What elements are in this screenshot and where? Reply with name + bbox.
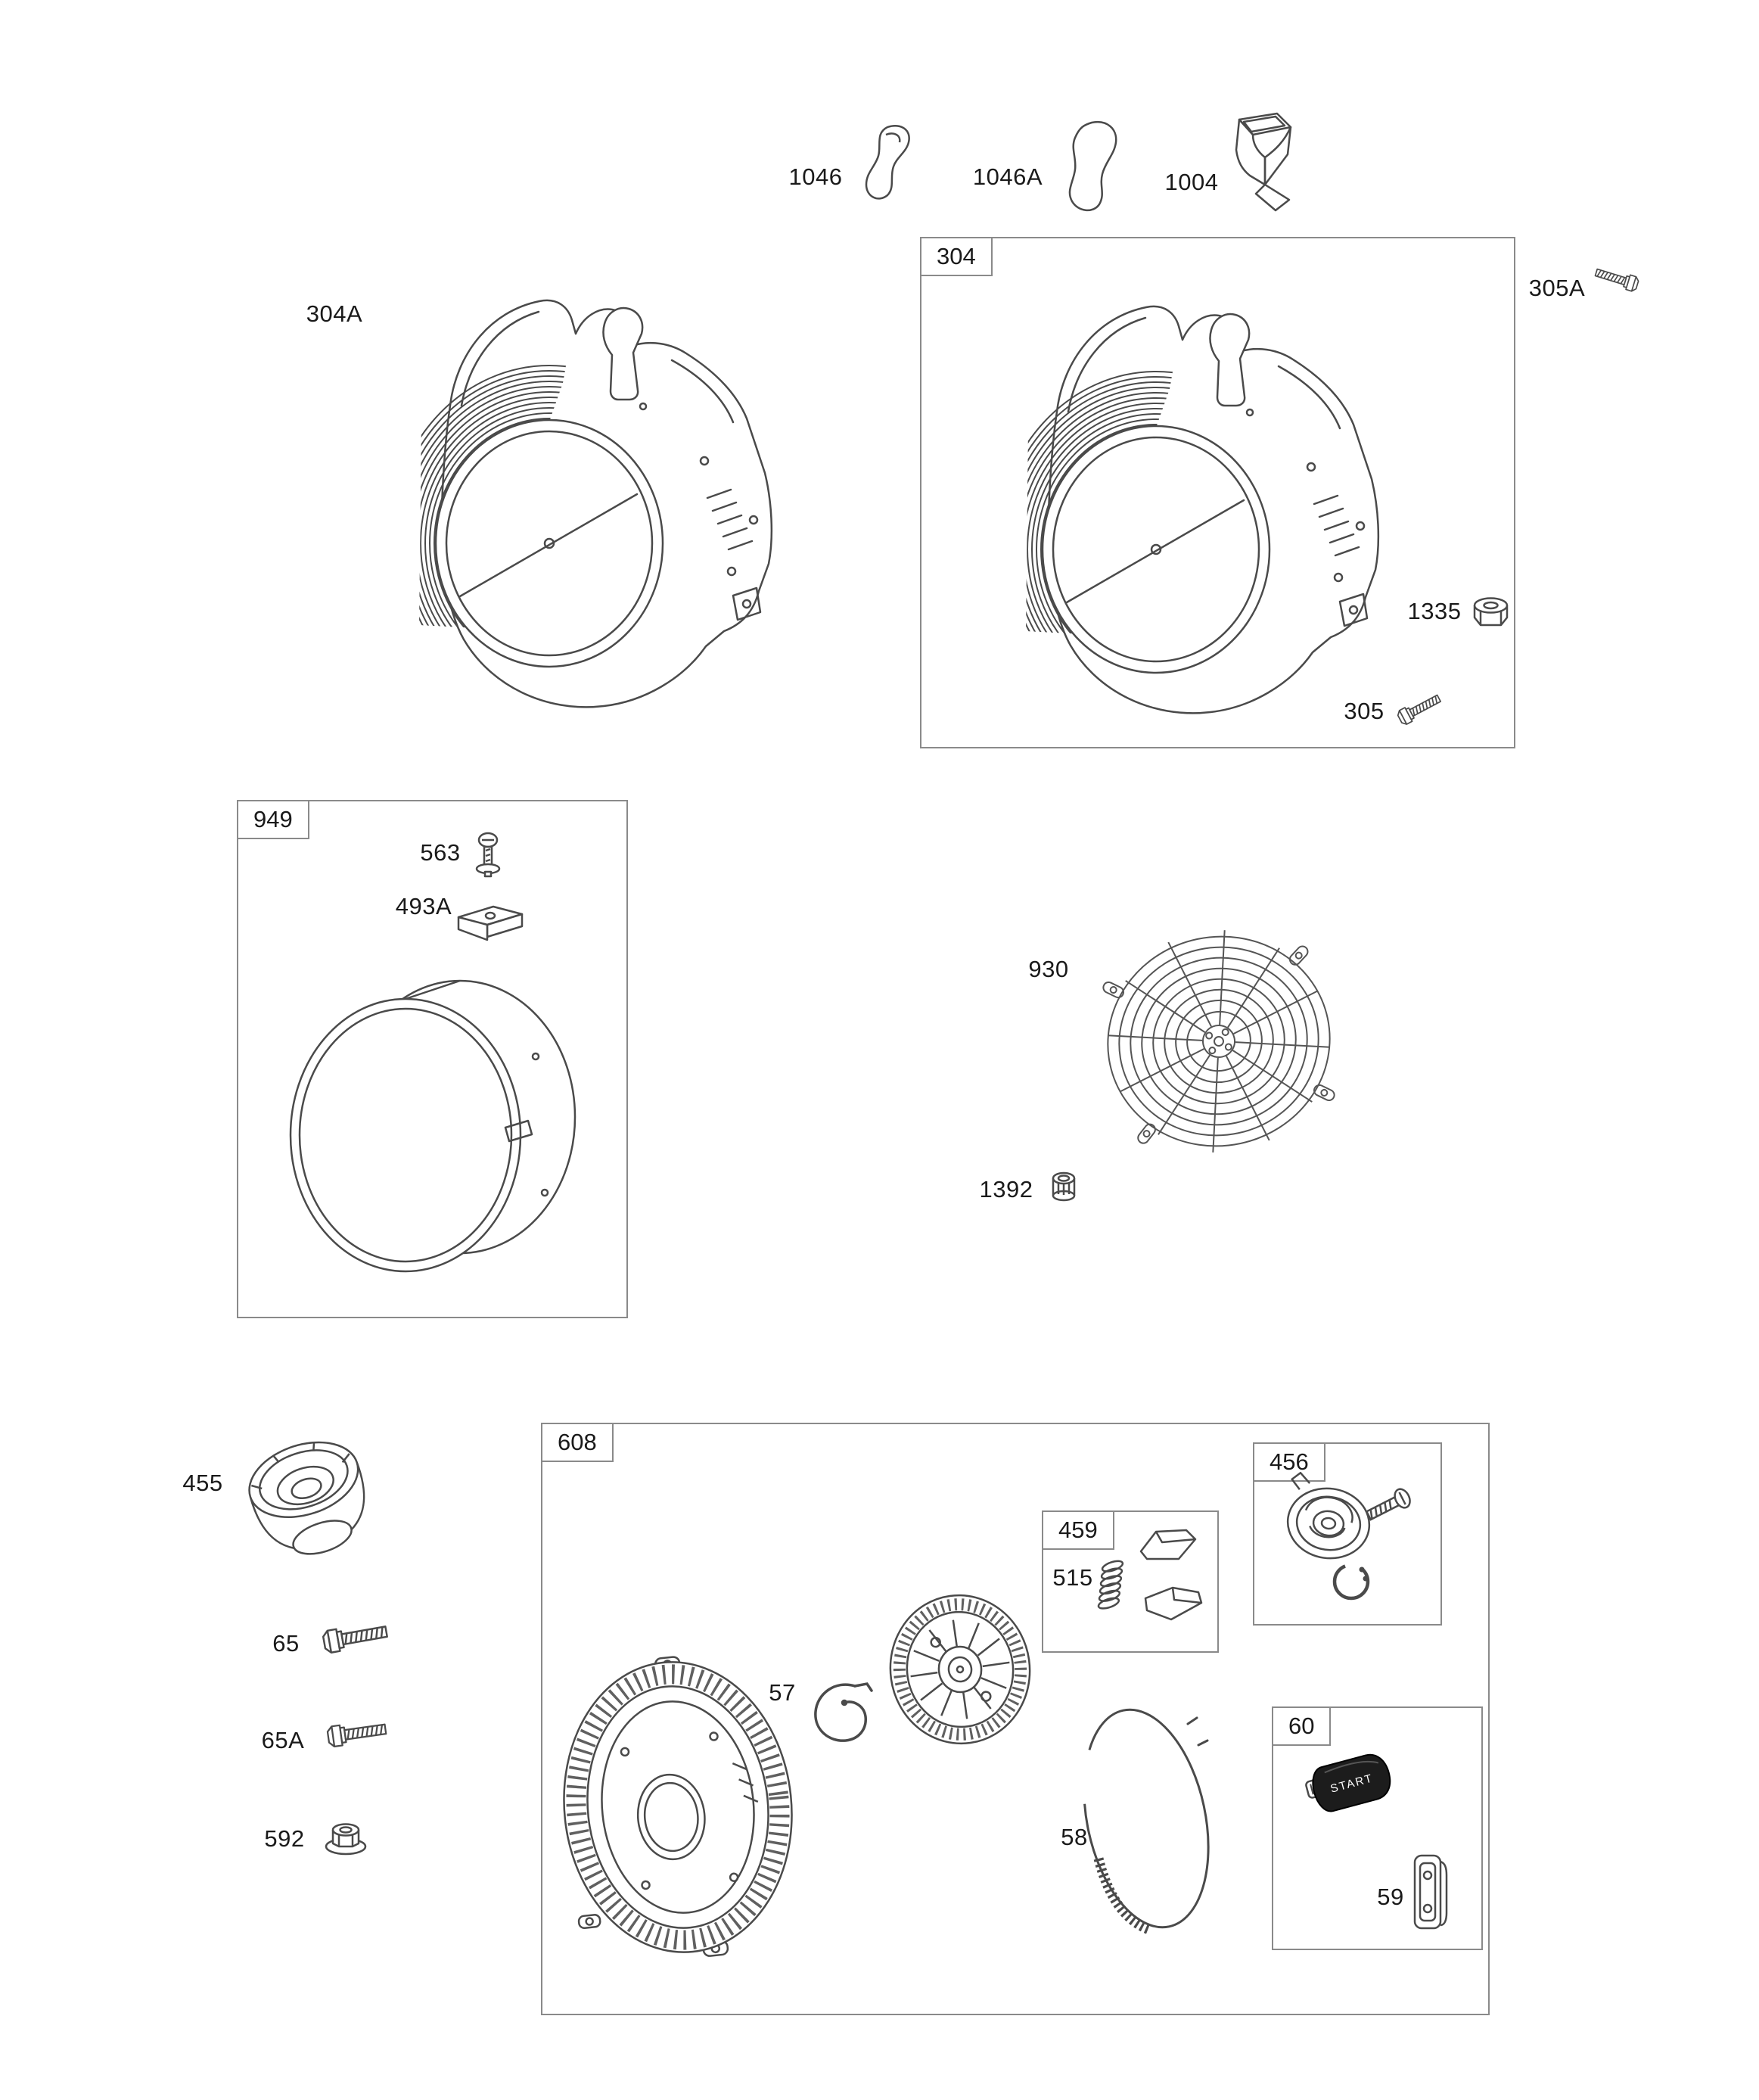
callout-59: 59 (1377, 1884, 1404, 1910)
callout-1046: 1046 (788, 163, 843, 190)
callout-58: 58 (1061, 1824, 1088, 1850)
starter-cup-455-drawing (244, 1432, 377, 1570)
rewind-starter-housing-drawing (558, 1656, 802, 1960)
callout-455: 455 (182, 1470, 223, 1496)
callout-1004: 1004 (1164, 169, 1219, 195)
callout-57: 57 (769, 1679, 796, 1706)
blower-housing-304a-drawing (377, 269, 794, 725)
callout-930: 930 (1028, 956, 1069, 982)
group-label-608: 608 (541, 1423, 614, 1463)
fan-guard-930-drawing (1094, 898, 1348, 1188)
group-label-60: 60 (1272, 1706, 1332, 1747)
bracket-493a-drawing (454, 901, 527, 946)
starter-spring-57-drawing (806, 1677, 884, 1750)
callout-515: 515 (1052, 1564, 1093, 1591)
callout-563: 563 (420, 839, 461, 866)
screw-563-drawing (472, 831, 504, 879)
starter-pawl-a-drawing (1136, 1527, 1200, 1562)
starter-rope-spring-58-drawing (1077, 1698, 1217, 1940)
group-box-608: 608 (541, 1423, 1490, 2015)
flange-nut-592-drawing (324, 1819, 368, 1860)
nut-1335-drawing (1471, 593, 1512, 633)
starter-pulley-drawing (887, 1592, 1035, 1748)
screw-305a-drawing (1588, 256, 1644, 302)
callout-1392: 1392 (979, 1176, 1033, 1202)
callout-65: 65 (272, 1630, 300, 1657)
group-label-949: 949 (237, 800, 309, 840)
starter-clutch-456-drawing (1282, 1467, 1436, 1610)
part-1046A-drawing (1061, 118, 1127, 216)
handle-insert-59-drawing (1412, 1853, 1448, 1933)
group-label-304: 304 (920, 237, 993, 277)
part-1004-drawing (1217, 110, 1301, 218)
group-box-304: 304 (920, 237, 1515, 748)
group-label-459: 459 (1042, 1510, 1114, 1551)
callout-305A: 305A (1528, 275, 1586, 301)
callout-304A: 304A (306, 300, 363, 327)
group-label-456: 456 (1253, 1442, 1325, 1482)
group-box-60: 60 (1272, 1706, 1483, 1950)
group-box-459: 459 (1042, 1510, 1219, 1653)
callout-65A: 65A (261, 1727, 305, 1753)
callout-592: 592 (264, 1825, 305, 1852)
push-nut-1392-drawing (1047, 1170, 1080, 1206)
screw-65a-drawing (324, 1713, 393, 1753)
part-1046-drawing (862, 121, 922, 204)
starter-pawl-b-drawing (1142, 1585, 1204, 1622)
group-box-949: 949 (237, 800, 628, 1318)
cover-drum-949-drawing (278, 967, 587, 1283)
group-box-456: 456 (1253, 1442, 1442, 1626)
callout-305: 305 (1344, 698, 1385, 724)
callout-493A: 493A (395, 893, 452, 919)
blower-housing-304-drawing (984, 275, 1401, 731)
callout-1335: 1335 (1407, 598, 1462, 624)
screw-65-drawing (319, 1615, 394, 1659)
start-handle-drawing: START (1305, 1741, 1395, 1831)
callout-1046A: 1046A (972, 163, 1043, 190)
pawl-spring-515-drawing (1089, 1559, 1135, 1610)
